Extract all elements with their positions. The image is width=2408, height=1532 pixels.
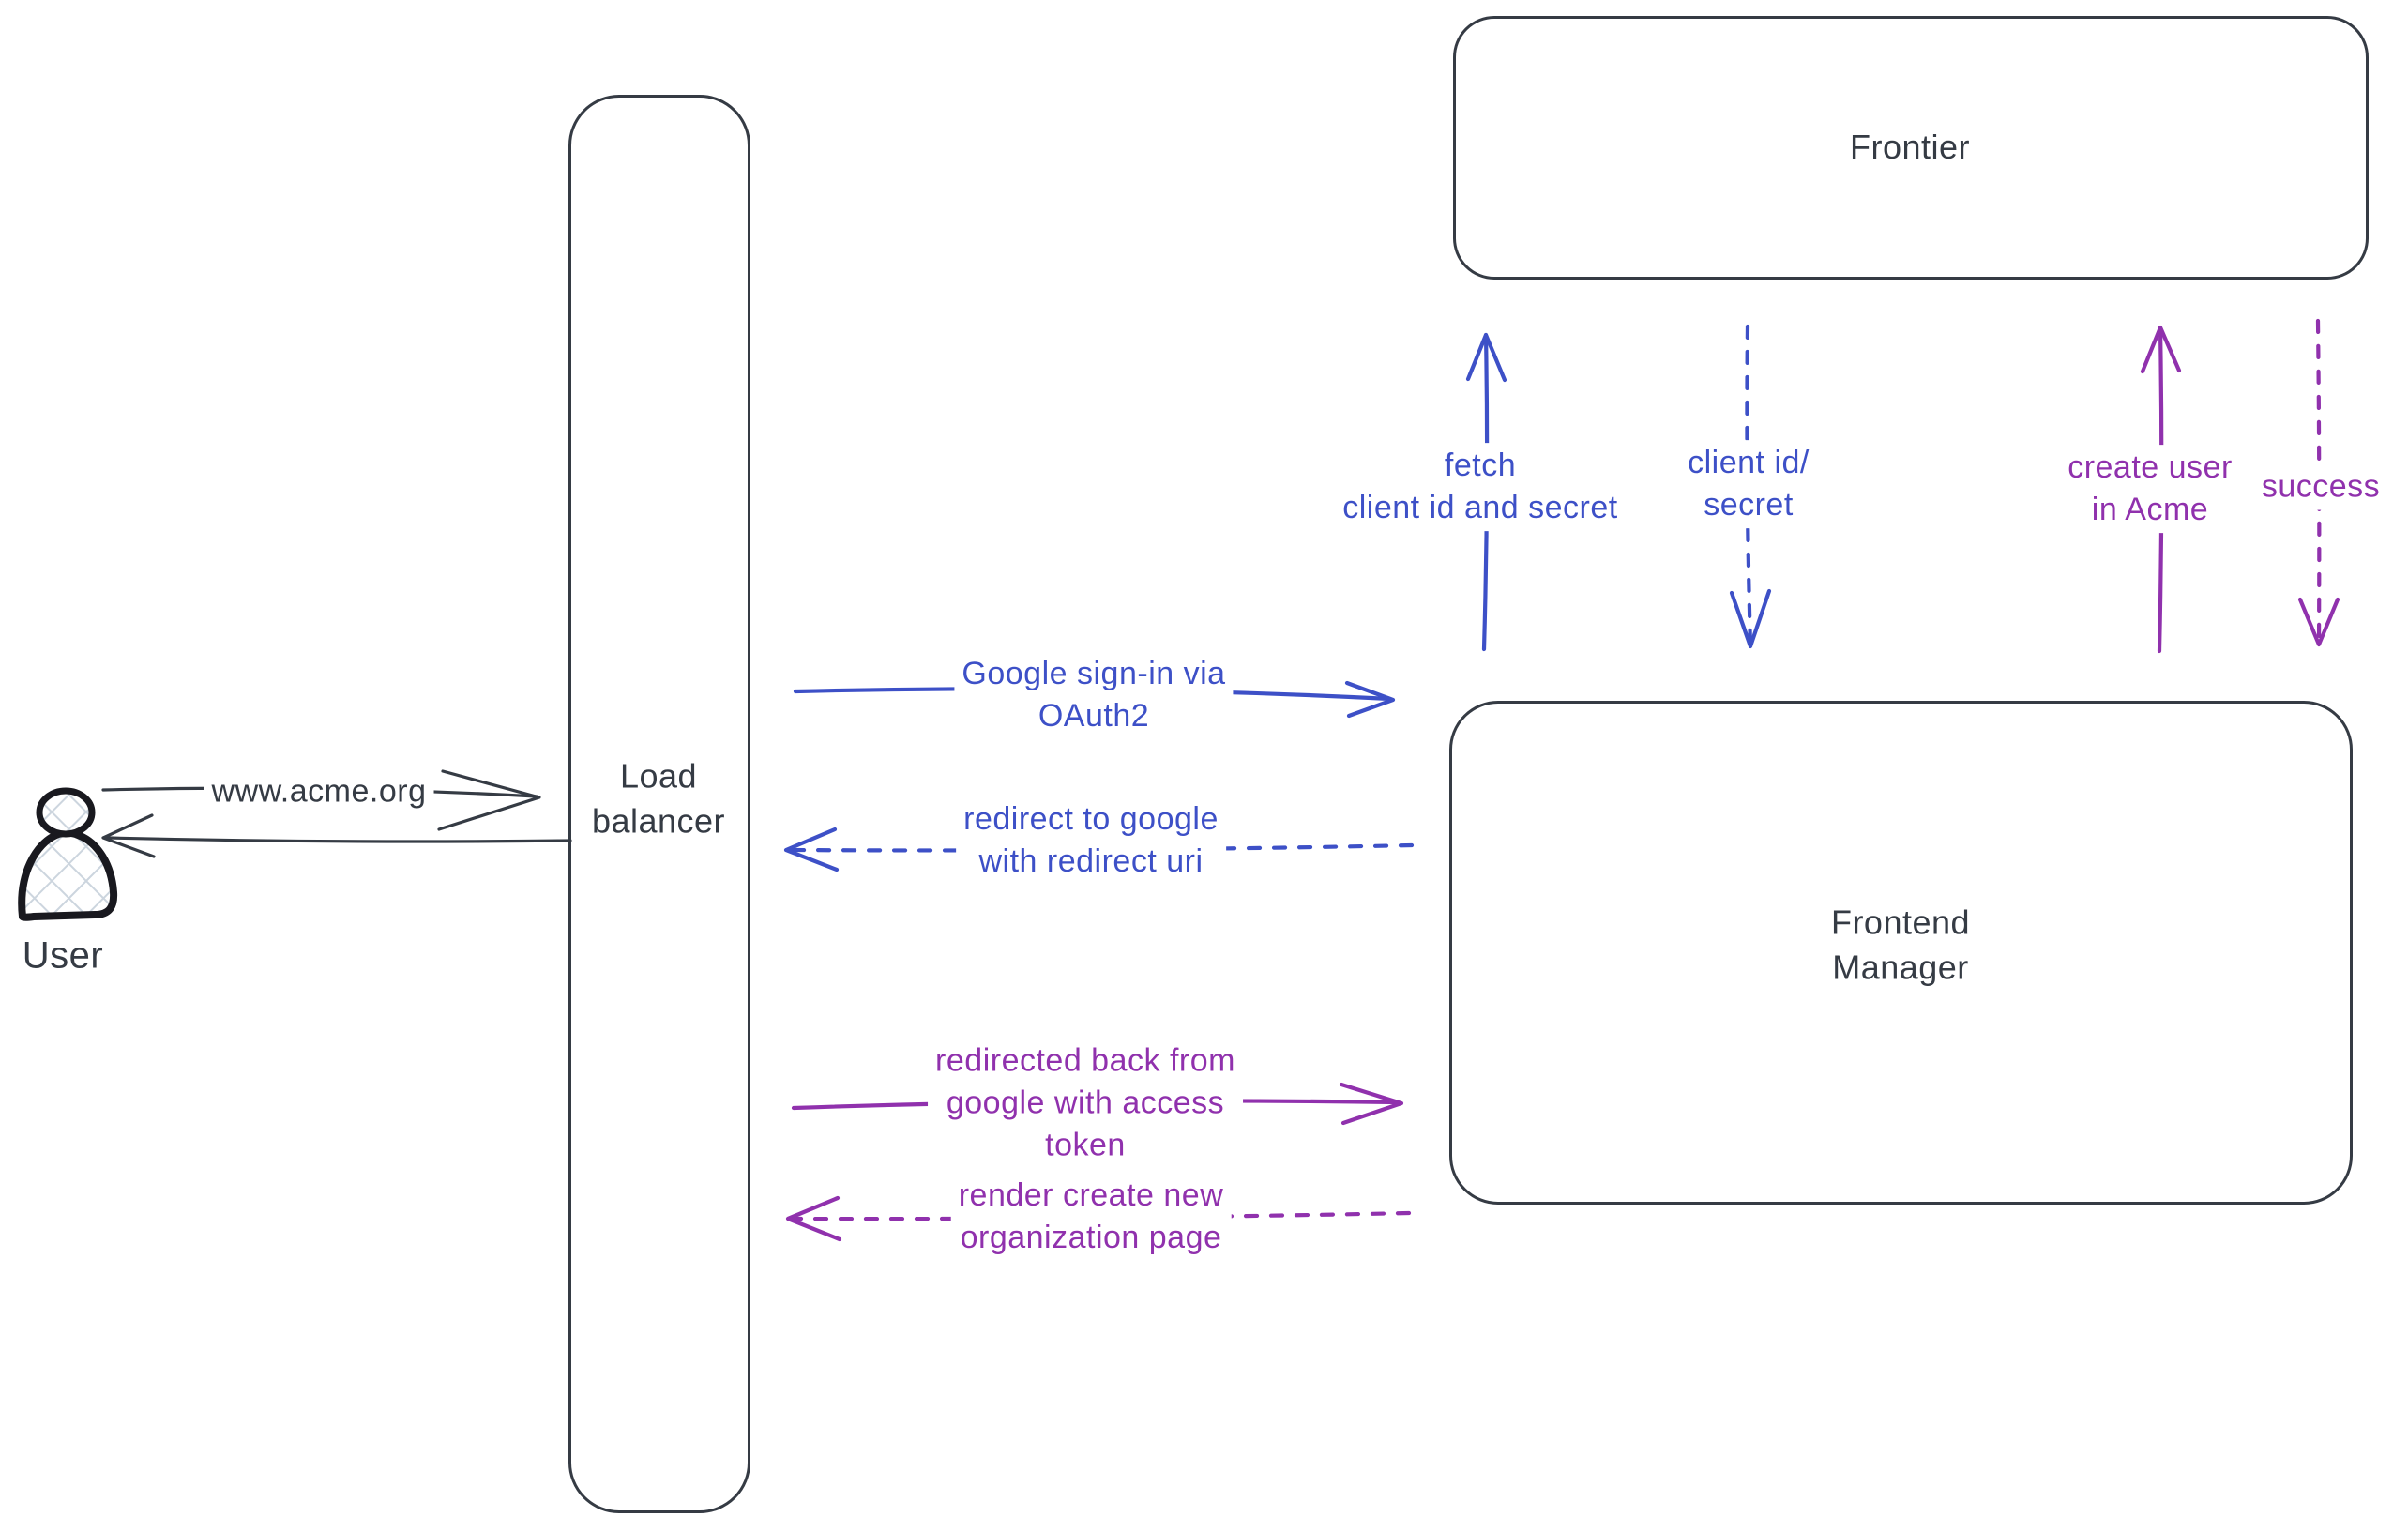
user-icon (18, 787, 118, 921)
create-user-label: create user in Acme (2060, 445, 2240, 533)
www-acme-label: www.acme.org (204, 768, 434, 815)
render-org-page-label: render create new organization page (950, 1173, 1232, 1261)
success-label: success (2259, 463, 2383, 510)
arrow-lb-to-user (101, 813, 572, 858)
load-balancer-label: Load balancer (583, 751, 734, 845)
frontier-label: Frontier (1849, 128, 1971, 167)
redirect-to-google-label: redirect to google with redirect uri (956, 796, 1226, 885)
google-signin-label: Google sign-in via OAuth2 (954, 651, 1234, 739)
fetch-client-id-label: fetch client id and secret (1335, 443, 1626, 531)
client-id-secret-label: client id/ secret (1680, 440, 1817, 528)
node-frontend-manager (1449, 701, 2353, 1205)
node-frontier (1453, 16, 2369, 280)
frontend-manager-label: Frontend Manager (1830, 903, 1971, 986)
redirected-back-label: redirected back from google with access … (928, 1038, 1243, 1169)
user-label: User (22, 934, 104, 977)
